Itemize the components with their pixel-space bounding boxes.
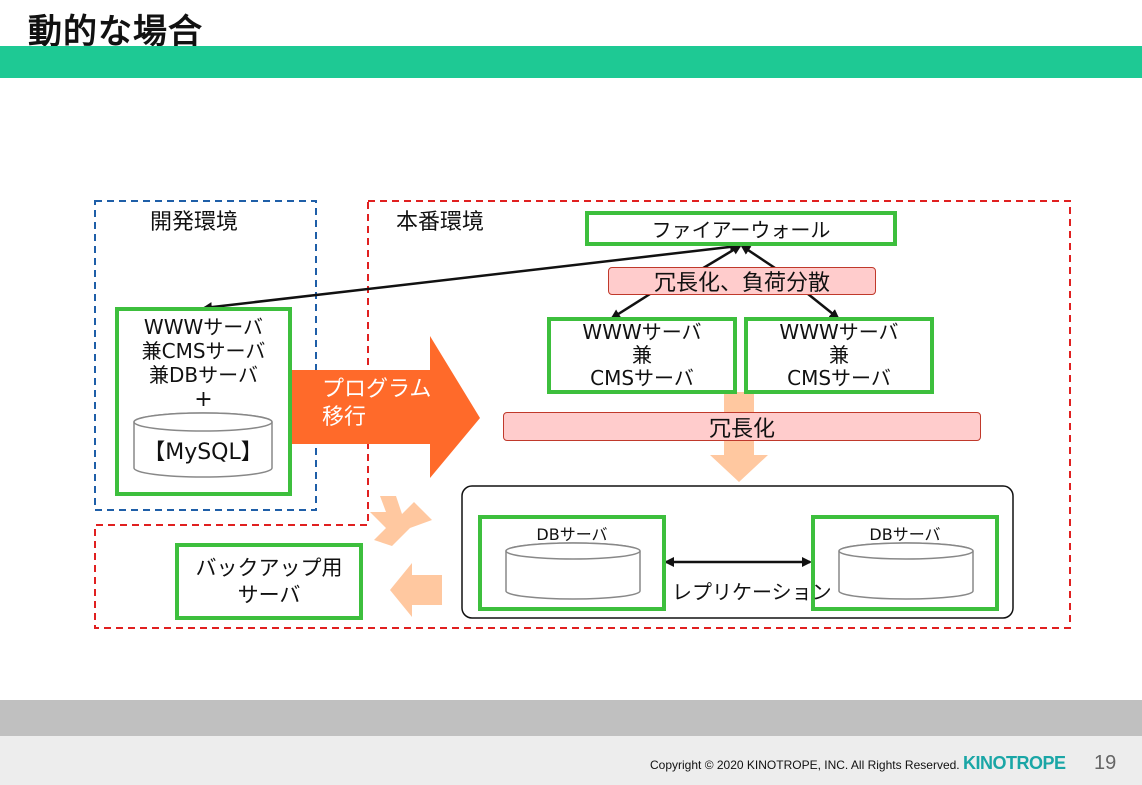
redundancy-bar: 冗長化 [503, 412, 981, 442]
prod-env-label: 本番環境 [396, 210, 485, 235]
www-left-line1: WWWサーバ [582, 320, 702, 344]
page-number: 19 [1094, 752, 1117, 774]
dev-server-line3: 兼DBサーバ [149, 363, 258, 387]
backup-line1: バックアップ用 [195, 555, 343, 580]
fw-lb-left [699, 244, 742, 272]
db-left-label: DBサーバ [536, 525, 608, 544]
load-balance-label: 冗長化、負荷分散 [653, 271, 830, 296]
migration-label-line2: 移行 [322, 405, 367, 430]
footer-area [0, 736, 1142, 785]
replication-label: レプリケーション [672, 580, 832, 604]
www-left-line3: CMSサーバ [590, 366, 694, 390]
migration-arrow [282, 336, 480, 478]
backup-server-box: バックアップ用 サーバ [175, 543, 363, 620]
title-accent-bar [0, 46, 1142, 78]
lb-www-left [610, 292, 651, 320]
dev-env-label: 開発環境 [150, 210, 239, 235]
migration-label-line1: プログラム [322, 377, 432, 402]
dev-server-line2: 兼CMSサーバ [141, 339, 266, 363]
dev-server-line1: WWWサーバ [143, 315, 264, 339]
prod-env-border [94, 200, 1071, 629]
www-right-line3: CMSサーバ [787, 366, 891, 390]
db-right-label: DBサーバ [869, 525, 941, 544]
backup-line2: サーバ [237, 582, 301, 607]
redundancy-label: 冗長化 [708, 416, 775, 442]
db-left-cylinder-icon [505, 542, 641, 600]
mysql-cylinder-icon [133, 412, 273, 478]
fw-lb-right [740, 244, 779, 272]
mysql-label: 【MySQL】 [143, 440, 263, 465]
dev-firewall-link [202, 241, 740, 313]
footer-band [0, 700, 1142, 736]
www-server-left: WWWサーバ 兼 CMSサーバ [547, 317, 737, 394]
backup-arrow-upper [370, 496, 432, 546]
www-left-line2: 兼 [632, 343, 652, 367]
lb-www-right [807, 293, 840, 320]
dev-server-plus: + [194, 387, 213, 412]
brand-logo: KINOTROPE [963, 753, 1066, 773]
db-right-cylinder-icon [838, 542, 974, 600]
load-balance-bar: 冗長化、負荷分散 [608, 267, 876, 296]
copyright-text: Copyright © 2020 KINOTROPE, INC. All Rig… [650, 758, 960, 772]
dev-env-border [94, 200, 317, 511]
firewall-label: ファイアーウォール [651, 218, 831, 242]
firewall-box: ファイアーウォール [585, 211, 897, 246]
www-right-line2: 兼 [829, 343, 849, 367]
page-title: 動的な場合 [28, 12, 203, 52]
www-right-line1: WWWサーバ [779, 320, 899, 344]
backup-arrow-lower [390, 563, 442, 617]
www-server-right: WWWサーバ 兼 CMSサーバ [744, 317, 934, 394]
